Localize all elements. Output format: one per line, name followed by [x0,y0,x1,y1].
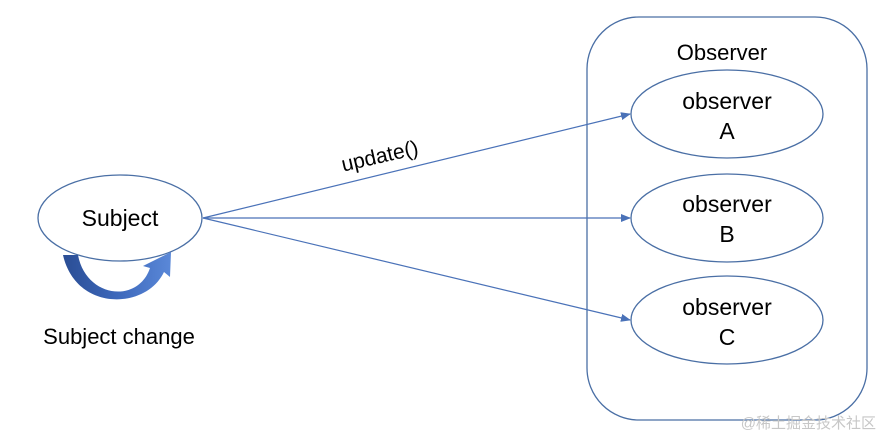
subject-label: Subject [82,205,159,231]
edge-to-observer-c [202,217,631,322]
subject-node [37,174,203,262]
edge-to-observer-a [202,112,631,219]
observer-a-label-line1: observer [682,88,772,114]
watermark-text: @稀土掘金技术社区 [741,415,876,432]
observer-b-node [630,173,824,263]
observer-a-node [630,69,824,159]
observer-c-label-line2: C [719,324,736,350]
observer-c-label-line1: observer [682,294,772,320]
observer-container-title: Observer [677,40,767,65]
observer-c-node [630,275,824,365]
subject-change-loop-arrow-icon [63,252,171,300]
observer-b-label-line1: observer [682,191,772,217]
observer-a-label-line2: A [719,118,735,144]
observer-b-label-line2: B [719,221,734,247]
subject-change-caption: Subject change [43,324,195,349]
edge-label-update: update() [339,137,420,177]
